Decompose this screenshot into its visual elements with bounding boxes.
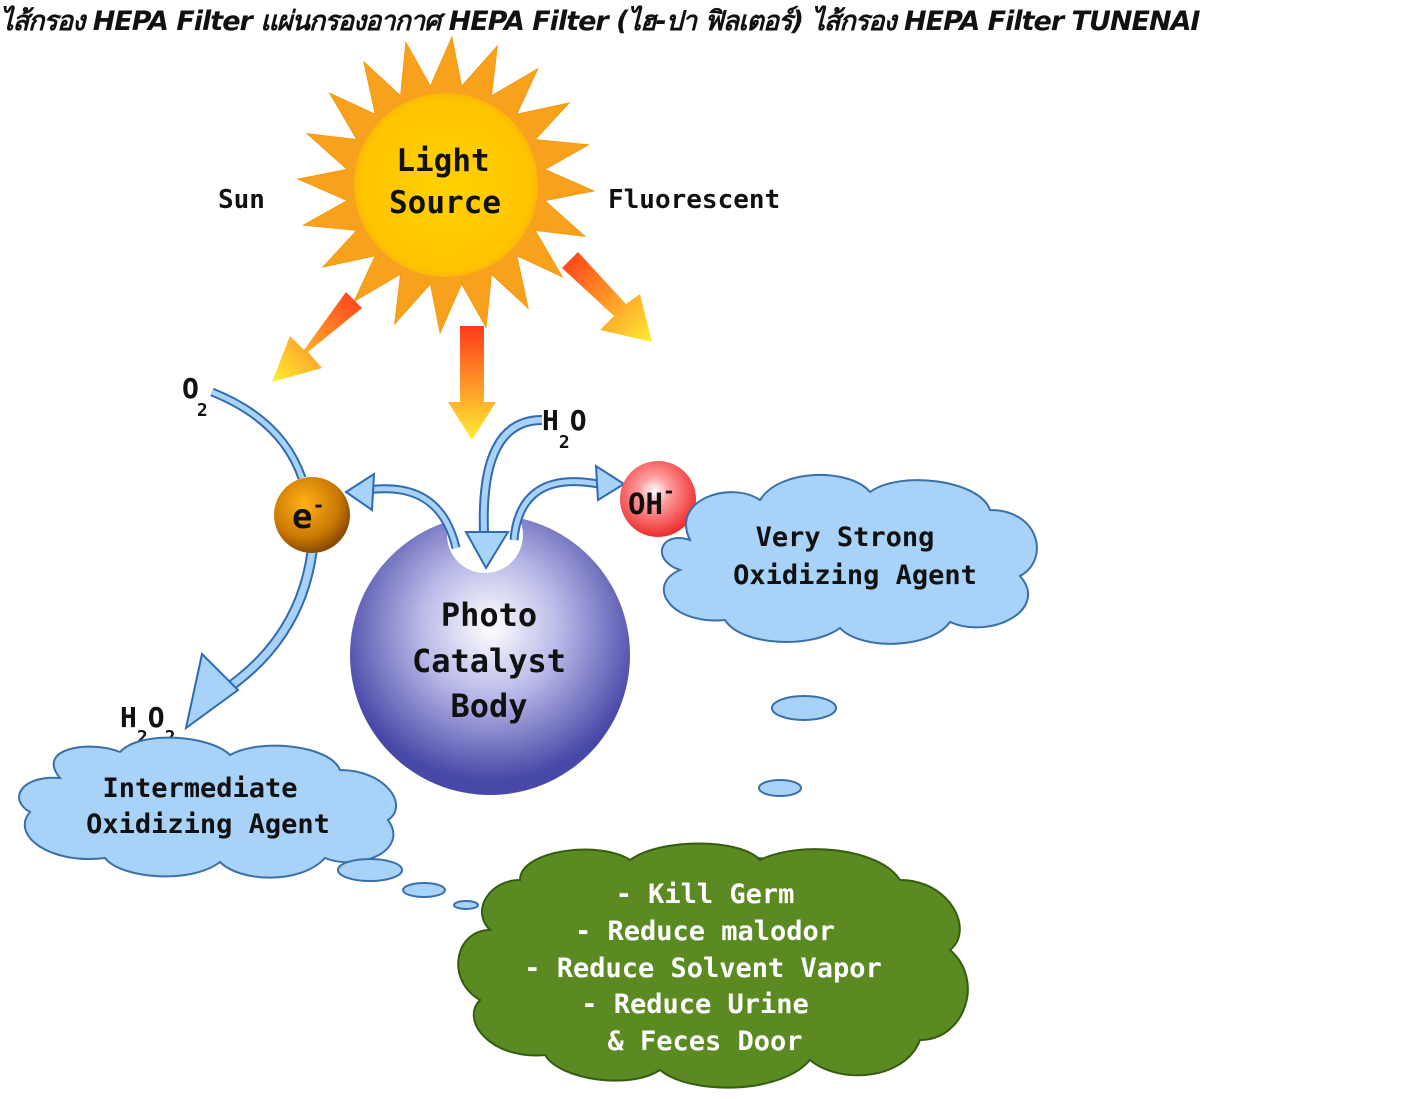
effect-reduce-solvent-vapor: - Reduce Solvent Vapor — [524, 953, 882, 984]
light-source-line2: Source — [389, 185, 501, 221]
catalyst-line1: Photo — [441, 596, 537, 634]
electron-icon — [274, 477, 350, 553]
header-title: ไส้กรอง HEPA Filter แผ่นกรองอากาศ HEPA F… — [0, 6, 1200, 37]
effects-cloud — [457, 842, 969, 1089]
intermediate-oxidizer-line2: Oxidizing Agent — [86, 809, 330, 840]
h2o-label: H2O — [542, 404, 587, 453]
intermediate-oxidizer-line1: Intermediate — [102, 773, 297, 804]
sun-icon — [296, 35, 596, 335]
arrowhead-hydroxyl — [594, 464, 626, 502]
intermediate-oxidizer-cloud — [18, 736, 398, 879]
light-source-line1: Light — [396, 143, 489, 179]
catalyst-line2: Catalyst — [412, 642, 566, 680]
garbled-header-text: ไส้กรอง HEPA Filter แผ่นกรองอากาศ HEPA F… — [0, 0, 1413, 44]
arrowhead-electron — [344, 472, 376, 512]
effect-kill-germ: - Kill Germ — [616, 879, 795, 910]
arrowhead-catalyst — [464, 531, 510, 570]
light-arrow-left — [272, 292, 362, 382]
light-arrow-right — [562, 252, 652, 342]
electron-to-h2o2-arrow — [218, 551, 318, 697]
strong-oxidizer-cloud — [660, 474, 1038, 645]
electron-label: e- — [292, 493, 325, 537]
catalyst-line3: Body — [450, 687, 527, 725]
effect-feces-odor: & Feces Door — [607, 1026, 802, 1057]
strong-oxidizer-line2: Oxidizing Agent — [733, 560, 977, 591]
strong-oxidizer-line1: Very Strong — [756, 522, 935, 553]
arrowhead-h2o2 — [184, 651, 240, 731]
light-arrow-down — [448, 326, 496, 440]
sun-label: Sun — [218, 185, 265, 215]
effect-reduce-malodor: - Reduce malodor — [575, 916, 835, 947]
o2-to-electron-arrow — [210, 387, 307, 480]
hydroxyl-icon — [620, 461, 696, 537]
hydroxyl-label: OH- — [628, 479, 675, 521]
effect-reduce-urine: - Reduce Urine — [581, 989, 809, 1020]
fluorescent-label: Fluorescent — [608, 185, 780, 215]
